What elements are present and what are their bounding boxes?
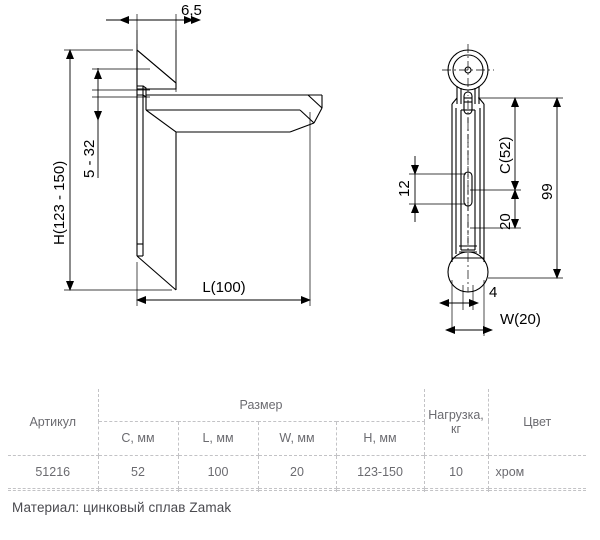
drawing-canvas: 6,5 5 - 32 H(123 - 150): [51, 2, 563, 336]
table-empty-row: [8, 488, 587, 492]
right-view-geometry: [442, 44, 494, 293]
material-note: Материал: цинковый сплав Zamak: [12, 500, 232, 515]
cell-w: 20: [258, 455, 337, 490]
dim-label-c52: C(52): [497, 136, 514, 174]
table-header-row-units: C, мм L, мм W, мм H, мм: [8, 421, 586, 456]
cell-load: 10: [424, 455, 489, 490]
table-header-row-group: Артикул Размер Нагрузка, кг Цвет: [8, 389, 587, 456]
col-header-article: Артикул: [8, 389, 99, 456]
col-header-load-line1: Нагрузка,: [428, 407, 484, 422]
col-header-h: H, мм: [336, 421, 425, 456]
empty-cell: [178, 490, 259, 492]
cell-c: 52: [98, 455, 179, 490]
dim-label-width: W(20): [500, 311, 541, 328]
table-empty-row: [8, 490, 586, 492]
empty-cell: [336, 488, 425, 492]
empty-cell: [178, 488, 259, 492]
empty-cell: [488, 488, 587, 492]
dim-label-6-5: 6,5: [181, 2, 202, 19]
col-header-l: L, мм: [178, 421, 259, 456]
empty-cell: [258, 488, 337, 492]
empty-cell: [8, 490, 99, 492]
col-header-load: Нагрузка, кг: [424, 389, 489, 456]
dimension-slot-5-32: 5 - 32: [81, 68, 150, 178]
empty-cell: [8, 488, 99, 492]
col-header-load-line2: кг: [451, 421, 462, 436]
cell-color: хром: [488, 455, 587, 490]
dimension-99: 99: [488, 97, 563, 279]
dim-label-99: 99: [539, 183, 556, 200]
cell-h: 123-150: [336, 455, 425, 490]
dimension-thickness-6-5: 6,5: [106, 2, 202, 92]
empty-cell: [98, 490, 179, 492]
dimension-height-h: H(123 - 150): [51, 49, 172, 291]
col-header-color: Цвет: [488, 389, 587, 456]
dimension-width-w: W(20): [445, 280, 541, 336]
col-header-w: W, мм: [258, 421, 337, 456]
spec-table: Артикул Размер Нагрузка, кг Цвет C, мм L…: [8, 389, 587, 492]
dim-label-4: 4: [489, 284, 497, 301]
col-header-size-group: Размер: [98, 389, 425, 422]
dimension-20: 20: [470, 189, 521, 230]
dimension-slot-12: 12: [396, 156, 466, 222]
empty-cell: [488, 491, 586, 492]
empty-cell: [336, 490, 425, 492]
table-row: 51216 52 100 20 123-150 10 хром: [8, 455, 587, 490]
dim-label-height: H(123 - 150): [51, 161, 68, 245]
dim-label-12: 12: [396, 180, 413, 197]
col-header-c: C, мм: [98, 421, 179, 456]
left-view-geometry: [136, 30, 323, 291]
empty-cell: [258, 490, 337, 492]
empty-cell: [424, 488, 489, 492]
empty-cell: [98, 488, 179, 492]
cell-l: 100: [178, 455, 259, 490]
dimension-c-52: C(52): [470, 97, 521, 191]
empty-cell: [424, 490, 489, 492]
dim-label-length: L(100): [202, 279, 245, 296]
dim-label-20: 20: [497, 213, 514, 230]
dimension-length-l: L(100): [136, 112, 311, 306]
dimension-4: 4: [439, 280, 497, 330]
dim-label-5-32: 5 - 32: [81, 140, 98, 178]
cell-article: 51216: [8, 455, 99, 490]
